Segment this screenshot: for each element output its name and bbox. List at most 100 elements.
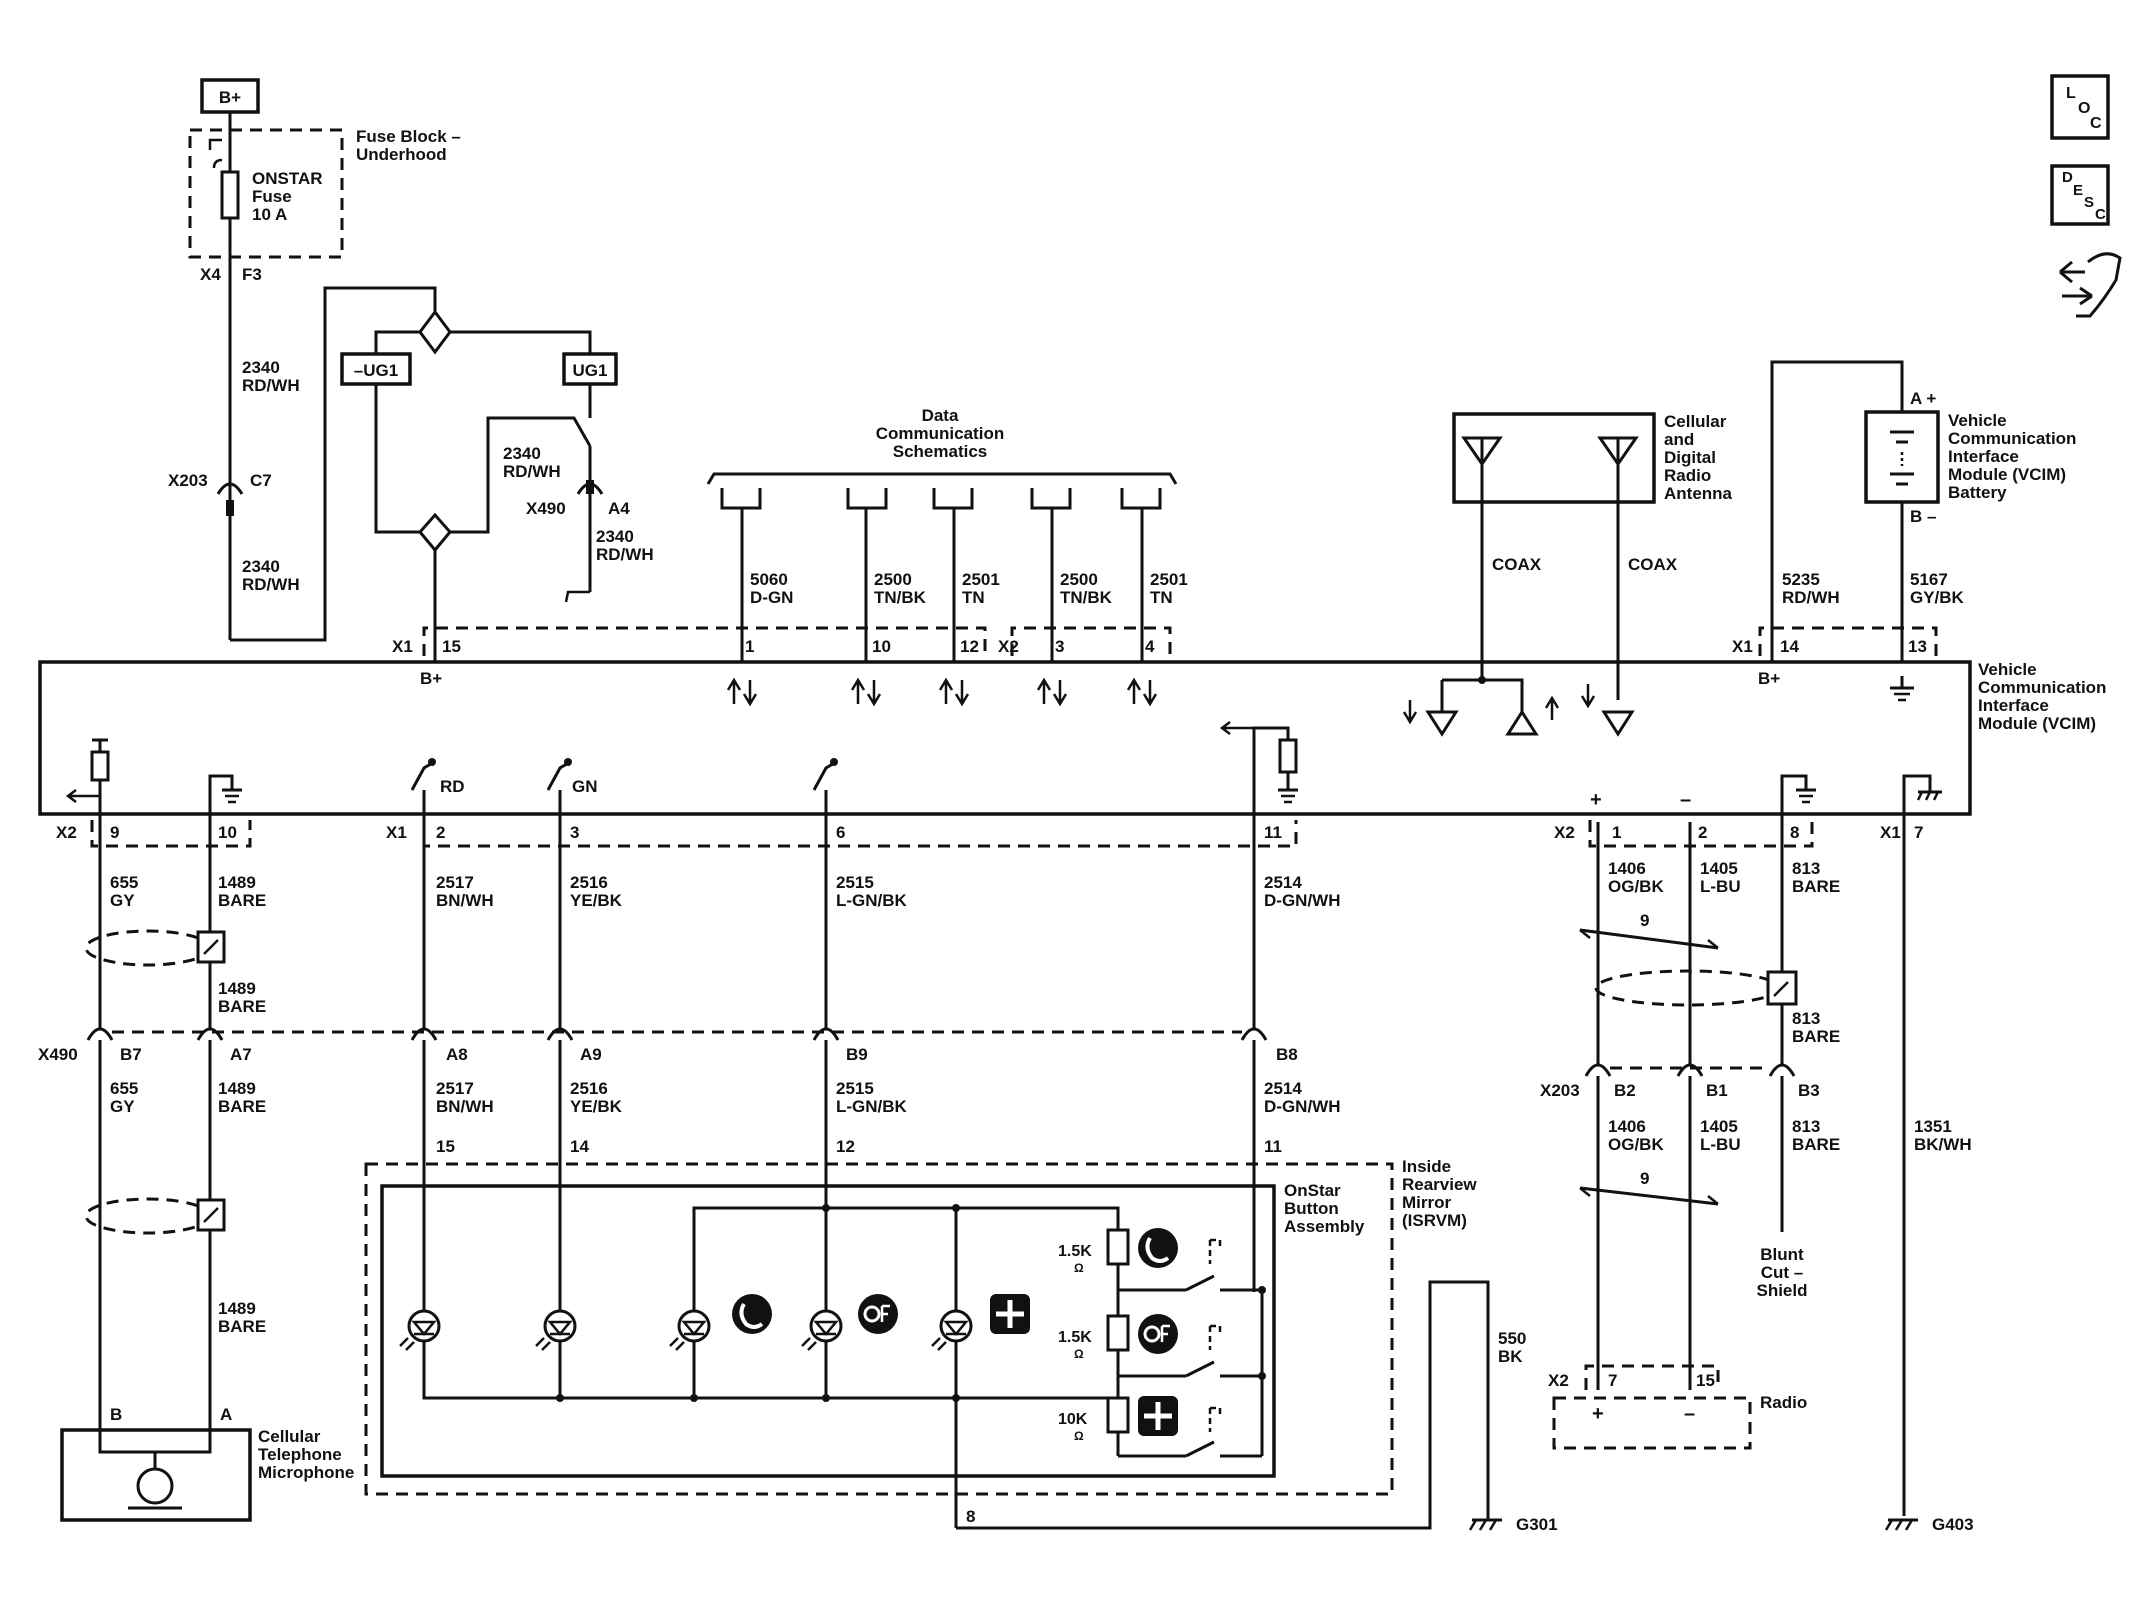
svg-text:BN/WH: BN/WH (436, 1097, 494, 1116)
svg-text:15: 15 (1696, 1371, 1715, 1390)
svg-text:Vehicle: Vehicle (1978, 660, 2037, 679)
svg-text:TN/BK: TN/BK (1060, 588, 1113, 607)
svg-text:TN: TN (962, 588, 985, 607)
svg-text:2500: 2500 (1060, 570, 1098, 589)
svg-text:B8: B8 (1276, 1045, 1298, 1064)
isrvm-ground-wire (956, 1280, 1490, 1530)
svg-text:2501: 2501 (962, 570, 1000, 589)
svg-text:2340: 2340 (242, 358, 280, 377)
svg-text:BK: BK (1498, 1347, 1523, 1366)
svg-text:A9: A9 (580, 1045, 602, 1064)
vcim-bottom-connector-strip: X2 9 10 X1 2 3 6 11 X2 1 2 8 X1 7 (56, 820, 1923, 848)
vcim-internal-ground-8 (1780, 774, 1816, 822)
svg-text:11: 11 (1264, 823, 1282, 842)
svg-text:Assembly: Assembly (1284, 1217, 1365, 1236)
svg-text:12: 12 (836, 1137, 855, 1156)
svg-text:S: S (2084, 194, 2094, 211)
svg-text:YE/BK: YE/BK (570, 1097, 623, 1116)
svg-text:E: E (2073, 182, 2083, 199)
svg-text:X2: X2 (1548, 1371, 1569, 1390)
svg-text:Shield: Shield (1756, 1281, 1807, 1300)
vcim-antenna-grounds (1402, 676, 1914, 737)
svg-text:3: 3 (1055, 637, 1064, 656)
svg-text:550: 550 (1498, 1329, 1526, 1348)
svg-text:12: 12 (960, 637, 979, 656)
svg-text:B7: B7 (120, 1045, 142, 1064)
loc-icon[interactable]: L O C (2050, 74, 2110, 140)
radio-connector: X2 7 15 (1548, 1364, 1720, 1390)
svg-text:655: 655 (110, 1079, 138, 1098)
svg-text:RD: RD (440, 777, 465, 796)
svg-text:Radio: Radio (1760, 1393, 1807, 1412)
svg-text:G301: G301 (1516, 1515, 1558, 1534)
svg-text:X490: X490 (38, 1045, 78, 1064)
vcim-top-connector-strip: X1 15 1 10 12 X2 3 4 X1 14 13 B+ B+ (392, 626, 1938, 688)
svg-text:Ω: Ω (1074, 1347, 1084, 1361)
svg-text:1351: 1351 (1914, 1117, 1952, 1136)
svg-text:X203: X203 (168, 471, 208, 490)
svg-text:15: 15 (442, 637, 461, 656)
svg-text:813: 813 (1792, 1009, 1820, 1028)
ground-g403: G403 (1884, 1515, 1974, 1534)
svg-text:COAX: COAX (1492, 555, 1542, 574)
svg-text:1.5K: 1.5K (1058, 1329, 1092, 1346)
svg-text:Cellular: Cellular (1664, 412, 1727, 431)
cellular-telephone-microphone: B A Cellular Telephone Microphone (60, 1405, 354, 1522)
svg-text:–UG1: –UG1 (354, 361, 398, 380)
svg-text:1406: 1406 (1608, 1117, 1646, 1136)
svg-text:L-GN/BK: L-GN/BK (836, 891, 908, 910)
svg-text:14: 14 (1780, 637, 1799, 656)
svg-text:9: 9 (1640, 1169, 1649, 1188)
svg-text:5235: 5235 (1782, 570, 1820, 589)
vcim-internal-pullup (65, 738, 110, 822)
svg-text:TN: TN (1150, 588, 1173, 607)
svg-text:1405: 1405 (1700, 1117, 1738, 1136)
onstar-fuse: ONSTAR Fuse 10 A (220, 160, 323, 224)
svg-text:L-BU: L-BU (1700, 877, 1741, 896)
svg-text:4: 4 (1145, 637, 1155, 656)
led-icon (931, 1309, 973, 1351)
svg-text:X2: X2 (998, 637, 1019, 656)
svg-text:Antenna: Antenna (1664, 484, 1733, 503)
svg-text:X1: X1 (1732, 637, 1753, 656)
led-circuit (422, 1204, 1120, 1528)
radio: + – Radio (1552, 1393, 1807, 1450)
svg-text:1405: 1405 (1700, 859, 1738, 878)
data-communication-schematics[interactable]: Data Communication Schematics (706, 406, 1178, 485)
svg-text:OG/BK: OG/BK (1608, 877, 1664, 896)
svg-text:+: + (1590, 789, 1602, 811)
svg-text:G403: G403 (1932, 1515, 1974, 1534)
svg-text:Battery: Battery (1948, 483, 2007, 502)
svg-text:B: B (110, 1405, 122, 1424)
svg-text:BARE: BARE (218, 997, 266, 1016)
svg-text:8: 8 (966, 1507, 975, 1526)
svg-text:B+: B+ (219, 88, 241, 107)
shield-drain-upper (84, 929, 226, 967)
svg-text:L: L (2066, 85, 2076, 102)
svg-text:1: 1 (1612, 823, 1621, 842)
svg-text:RD/WH: RD/WH (596, 545, 654, 564)
svg-text:2517: 2517 (436, 873, 474, 892)
svg-text:C: C (2095, 206, 2106, 223)
svg-text:RD/WH: RD/WH (242, 376, 300, 395)
svg-text:Telephone: Telephone (258, 1445, 342, 1464)
svg-text:10K: 10K (1058, 1411, 1088, 1428)
desc-icon[interactable]: D E S C (2050, 164, 2110, 226)
svg-text:TN/BK: TN/BK (874, 588, 927, 607)
svg-text:X1: X1 (392, 637, 413, 656)
svg-text:8: 8 (1790, 823, 1799, 842)
svg-text:D: D (2062, 169, 2073, 186)
bidirectional-data-arrows (726, 677, 1158, 707)
svg-text:B1: B1 (1706, 1081, 1728, 1100)
vcim-internal-chassis-ground (1902, 774, 1942, 822)
svg-text:GN: GN (572, 777, 598, 796)
svg-text:Button: Button (1284, 1199, 1339, 1218)
connector-search-icon[interactable] (2059, 252, 2122, 318)
svg-text:2517: 2517 (436, 1079, 474, 1098)
svg-text:2: 2 (1698, 823, 1707, 842)
svg-text:RD/WH: RD/WH (503, 462, 561, 481)
led-icon (399, 1309, 441, 1351)
svg-text:13: 13 (1908, 637, 1927, 656)
